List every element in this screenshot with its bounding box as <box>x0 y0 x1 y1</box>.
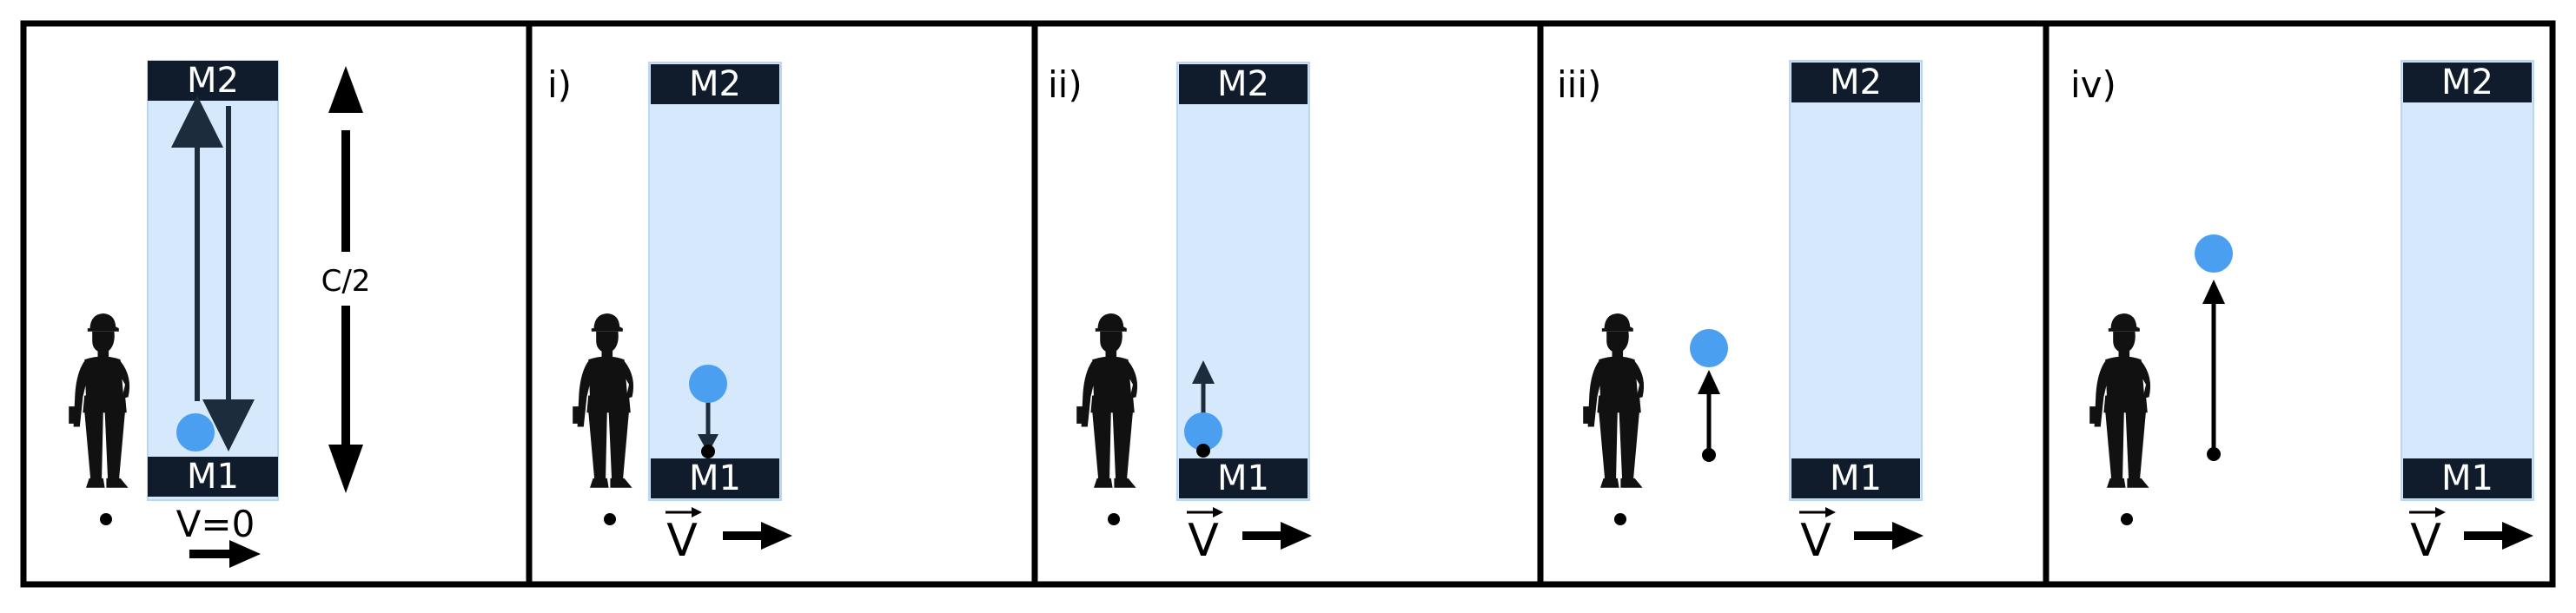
vector-bar-head <box>1825 507 1836 517</box>
mirror-m2 <box>1791 63 1920 102</box>
observer-silhouette-icon <box>1076 313 1138 488</box>
panel-iv: iv) M2 M1 V <box>2070 60 2534 567</box>
panel-label: ii) <box>1048 63 1083 106</box>
light-column <box>1789 60 1923 501</box>
emission-point-dot <box>701 445 715 458</box>
outer-frame <box>20 20 2556 588</box>
mirror-m2-label: M2 <box>2441 63 2493 102</box>
photon-arrowhead-up <box>2202 280 2225 304</box>
observer-silhouette-icon <box>573 313 634 488</box>
mirror-m2 <box>148 61 278 101</box>
mirror-m2-label: M2 <box>1217 64 1269 104</box>
light-column <box>648 62 782 501</box>
mirror-m1 <box>2403 458 2532 498</box>
velocity-arrowhead <box>1892 522 1924 550</box>
photon-arrowhead-down <box>698 434 718 453</box>
velocity-arrowhead <box>229 540 261 568</box>
velocity-label: V=0 <box>176 503 255 545</box>
photon-arrowhead-up <box>1192 360 1215 384</box>
photon-icon <box>689 365 727 403</box>
velocity-symbol: V <box>1188 515 1219 567</box>
photon-icon <box>1690 329 1728 367</box>
mirror-m2-label: M2 <box>689 64 741 104</box>
observer-position-dot <box>100 513 112 525</box>
panel-label: iv) <box>2070 63 2116 106</box>
mirror-m1-label: M1 <box>1830 458 1882 498</box>
mirror-m1-label: M1 <box>187 457 239 497</box>
velocity-symbol: V <box>666 515 698 567</box>
distance-arrowhead-down <box>328 445 363 493</box>
photon-arrowhead-up <box>1698 370 1720 394</box>
mirror-m2 <box>2403 63 2532 102</box>
panel-iii: iii) M2 M1 V <box>1557 60 1924 567</box>
vector-bar-head <box>692 507 702 517</box>
velocity-arrowhead <box>761 522 792 550</box>
observer-position-dot <box>604 513 616 525</box>
vector-bar-head <box>1213 507 1223 517</box>
velocity-arrowhead <box>2502 522 2533 550</box>
mirror-m2-label: M2 <box>1830 63 1882 102</box>
panel-label: i) <box>547 63 572 106</box>
mirror-m1 <box>1179 458 1308 498</box>
mirror-m1 <box>651 458 779 498</box>
observer-silhouette-icon <box>69 313 130 488</box>
observer-position-dot <box>1108 513 1120 525</box>
emission-point-dot <box>2207 447 2221 461</box>
velocity-symbol: V <box>2410 515 2441 567</box>
observer-position-dot <box>1614 513 1626 525</box>
mirror-m2 <box>651 64 779 104</box>
vector-bar-head <box>2435 507 2446 517</box>
panel-label: iii) <box>1557 63 1601 106</box>
observer-silhouette-icon <box>1583 313 1645 488</box>
velocity-arrowhead <box>1281 522 1312 550</box>
light-column <box>2401 60 2534 501</box>
photon-icon <box>2195 234 2233 273</box>
distance-label: C/2 <box>321 264 371 299</box>
mirror-m2-label: M2 <box>187 61 239 101</box>
mirror-m1 <box>1791 458 1920 498</box>
panel-i: i) M2 M1 V <box>547 62 792 567</box>
mirror-m2 <box>1179 64 1308 104</box>
observer-silhouette-icon <box>2089 313 2151 488</box>
mirror-m1-label: M1 <box>1217 458 1269 498</box>
emission-point-dot <box>1702 448 1716 462</box>
panel-ii: ii) M2 M1 V <box>1048 62 1312 567</box>
velocity-symbol: V <box>1800 515 1831 567</box>
panel-rest: M2 M1 C/2 V=0 <box>69 60 371 568</box>
distance-arrowhead-up <box>328 66 363 113</box>
photon-icon <box>1184 412 1222 451</box>
observer-position-dot <box>2121 513 2133 525</box>
mirror-m1 <box>148 457 278 497</box>
photon-icon <box>176 413 215 452</box>
mirror-m1-label: M1 <box>689 458 741 498</box>
emission-point-dot <box>1196 444 1210 458</box>
mirror-m1-label: M1 <box>2441 458 2493 498</box>
